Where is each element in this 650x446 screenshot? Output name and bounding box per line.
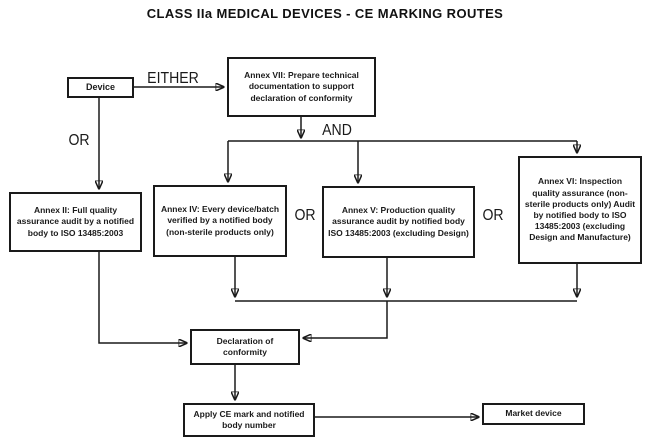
edge-label-or-right: OR (482, 207, 504, 224)
edge-label-either: EITHER (147, 70, 199, 87)
connector-annex2-to-declaration (98, 252, 187, 343)
node-annex-iv: Annex IV: Every device/batch verified by… (153, 185, 287, 257)
node-annex-vi: Annex VI: Inspection quality assurance (… (518, 156, 642, 264)
node-apply-ce-mark: Apply CE mark and notified body number (183, 403, 315, 437)
node-device: Device (67, 77, 134, 98)
node-annex-v: Annex V: Production quality assurance au… (322, 186, 475, 258)
flowchart-title: CLASS IIa MEDICAL DEVICES - CE MARKING R… (146, 6, 504, 21)
connector-merge-to-declaration (303, 301, 388, 338)
edge-label-or-left: OR (68, 132, 90, 149)
node-annex-vii: Annex VII: Prepare technical documentati… (227, 57, 376, 117)
node-market-device: Market device (482, 403, 585, 425)
edge-label-or-middle: OR (294, 207, 316, 224)
edge-label-and: AND (322, 122, 352, 139)
node-annex-ii: Annex II: Full quality assurance audit b… (9, 192, 142, 252)
node-declaration-of-conformity: Declaration of conformity (190, 329, 300, 365)
